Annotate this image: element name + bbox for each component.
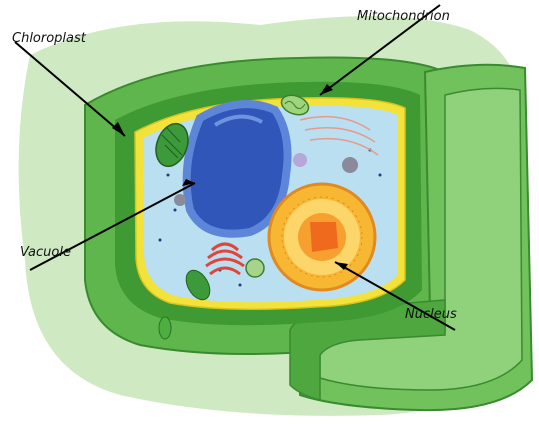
peroxisome: [342, 157, 358, 173]
nucleus: [269, 184, 375, 290]
label-chloroplast: Chloroplast: [12, 31, 87, 46]
label-vacuole: Vacuole: [20, 245, 71, 260]
label-mitochondrion: Mitochondrion: [357, 9, 450, 24]
peroxisome-2: [174, 194, 186, 206]
chloroplast-3: [159, 317, 171, 339]
lysosome: [293, 153, 307, 167]
vacuole: [187, 104, 288, 234]
vesicle: [246, 259, 264, 277]
label-nucleus: Nucleus: [405, 307, 457, 322]
